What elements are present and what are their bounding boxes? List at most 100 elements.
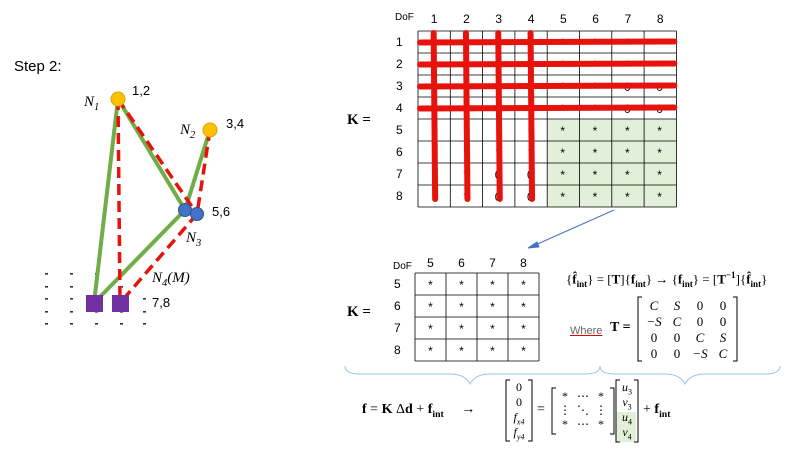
big-matrix-cell: *: [657, 124, 662, 138]
rhs-vector-entry: v4: [620, 425, 634, 441]
small-matrix-cell: *: [521, 344, 526, 358]
t-matrix-cell: 0: [650, 330, 658, 345]
t-matrix-cell: −S: [646, 314, 662, 329]
lhs-entry-sub: y4: [516, 432, 525, 442]
rhs-vector-entry: u4: [620, 410, 634, 426]
equals-sign: =: [537, 402, 545, 417]
strike-row: [417, 60, 678, 68]
t-matrix-cell: 0: [650, 346, 658, 361]
lhs-entry-base: 0: [516, 395, 522, 409]
big-matrix-cell: *: [624, 190, 630, 204]
lhs-entry-sub: x4: [516, 417, 525, 427]
rhs-entry-base: v: [622, 425, 628, 439]
big-col-header: 5: [560, 12, 567, 26]
big-k-label: K =: [347, 112, 371, 128]
strike-row: [417, 38, 678, 46]
small-row-header: 8: [394, 343, 401, 357]
big-row-header: 3: [396, 79, 403, 93]
t-matrix-cell: C: [718, 346, 728, 361]
small-matrix-cell: *: [459, 278, 464, 292]
small-col-header: 7: [489, 256, 496, 270]
t-matrix-cell: 0: [719, 314, 727, 329]
small-k-label: K =: [347, 304, 371, 320]
lhs-entry-base: 0: [516, 380, 522, 394]
strike-row: [417, 104, 678, 112]
big-col-header: 3: [495, 12, 503, 26]
lhs-vector-entry: 0: [510, 380, 528, 395]
t-matrix-cell: C: [649, 298, 659, 313]
rhs-vector-entry: v3: [620, 395, 634, 411]
rhs-highlight: [616, 412, 636, 442]
t-matrix-cell: S: [673, 298, 681, 313]
node-n1: [110, 91, 126, 107]
lhs-vector-entry: fy4: [510, 425, 528, 441]
node-label-n1: N1: [84, 94, 100, 113]
big-matrix-cell: *: [624, 168, 630, 182]
t-matrix-cell: 0: [696, 314, 704, 329]
big-col-header: 7: [624, 12, 632, 26]
t-matrix-cell: 0: [673, 346, 681, 361]
mid-matrix-entry: *: [598, 389, 604, 403]
big-matrix-cell: *: [624, 124, 630, 138]
rhs-entry-sub: 3: [628, 387, 632, 397]
rhs-entry-base: u: [622, 410, 628, 424]
strike-col: [462, 30, 471, 202]
node-label-n4: N4(M): [152, 270, 190, 289]
rhs-entry-sub: 4: [628, 417, 632, 427]
small-matrix-cell: *: [459, 322, 464, 336]
support-n4a: [86, 295, 103, 312]
small-matrix-cell: *: [459, 300, 464, 314]
rhs-entry-sub: 3: [627, 402, 632, 412]
big-col-header: 2: [463, 12, 470, 26]
small-matrix-cell: *: [428, 322, 433, 336]
strike-col: [430, 30, 439, 202]
big-row-header: 2: [396, 57, 403, 71]
t-matrix-cell: −S: [692, 346, 708, 361]
mid-matrix-entry: *: [598, 417, 604, 431]
small-dof-header: DoF: [393, 261, 412, 272]
strike-col: [495, 30, 503, 202]
small-matrix-cell: *: [459, 344, 464, 358]
equilibrium-equation: f = K Δd + fint →: [362, 402, 476, 420]
t-matrix-cell: 0: [719, 298, 727, 313]
red-dashed-members: [116, 98, 212, 305]
big-matrix-cell: *: [560, 168, 566, 182]
big-col-header: 8: [656, 12, 664, 26]
mid-matrix-entry: ⋮: [559, 403, 571, 417]
small-matrix-cell: *: [490, 278, 495, 292]
mid-matrix-entry: ⋯: [577, 389, 589, 403]
small-row-header: 7: [394, 321, 401, 335]
small-row-header: 6: [394, 299, 401, 313]
big-matrix-cell: *: [592, 146, 598, 160]
big-col-header: 4: [527, 12, 535, 26]
t-matrix-cell: C: [672, 314, 682, 329]
mid-matrix-entry: *: [562, 389, 568, 403]
lhs-entry-base: f: [513, 410, 517, 424]
big-row-header: 7: [396, 167, 403, 181]
small-matrix-cell: *: [490, 344, 495, 358]
node-n2: [202, 122, 218, 138]
mid-matrix-entry: ⋯: [577, 417, 589, 431]
t-matrix-cell: C: [695, 330, 705, 345]
where-label: Where: [570, 325, 603, 337]
big-row-header: 8: [396, 189, 403, 203]
small-col-header: 5: [427, 256, 434, 270]
plus-fint: + fint: [643, 402, 671, 420]
small-matrix-cell: *: [521, 278, 526, 292]
big-row-header: 6: [396, 145, 403, 159]
step-label: Step 2:: [14, 58, 62, 75]
t-matrix-cell: S: [719, 330, 727, 345]
support-n4b: [112, 295, 129, 312]
small-matrix-cell: *: [428, 344, 433, 358]
big-col-header: 6: [592, 12, 599, 26]
small-matrix-cell: *: [428, 300, 433, 314]
big-matrix-cell: *: [592, 124, 598, 138]
node-dofs-n3: 5,6: [212, 204, 231, 219]
mid-matrix-entry: *: [562, 417, 568, 431]
transform-relation: {f̂int} = [T]{fint} → {fint} = [T−1]{f̂i…: [566, 270, 768, 289]
